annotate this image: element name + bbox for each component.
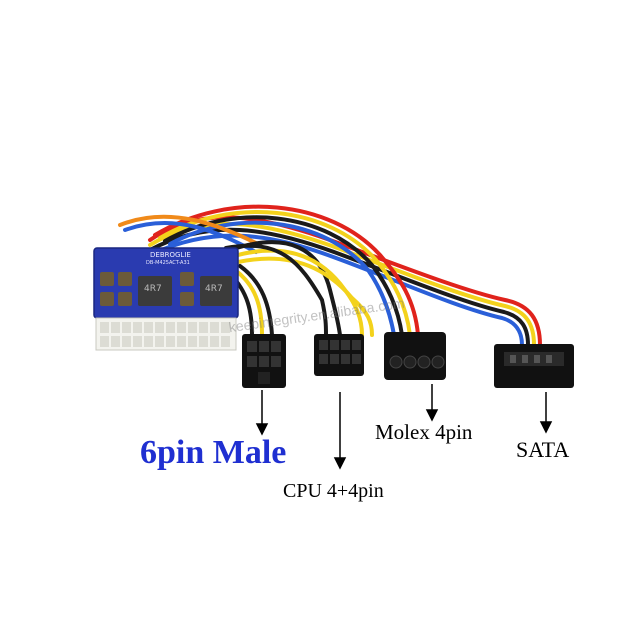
inductor-marking-2: 4R7	[205, 284, 223, 294]
pointer-arrows	[255, 384, 553, 470]
wire-harness	[118, 204, 542, 347]
cpu-label: CPU 4+4pin	[283, 480, 384, 502]
board-model-text: DB-M425ACT-A31	[146, 260, 190, 266]
cpu-8pin-connector	[314, 334, 364, 376]
sata-connector	[494, 344, 574, 388]
capacitors	[100, 272, 194, 306]
sata-label: SATA	[516, 437, 570, 462]
six-pin-connector	[242, 334, 286, 388]
power-board	[93, 247, 239, 351]
molex-label: Molex 4pin	[375, 420, 473, 444]
inductors	[138, 276, 232, 306]
atx-24pin-connector	[95, 317, 237, 351]
molex-connector	[384, 332, 446, 380]
board-brand-text: DEBROGLIE	[150, 251, 191, 259]
six-pin-label: 6pin Male	[140, 434, 287, 471]
inductor-marking-1: 4R7	[144, 284, 162, 294]
